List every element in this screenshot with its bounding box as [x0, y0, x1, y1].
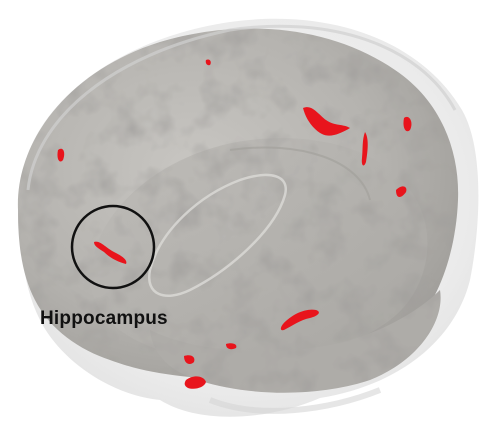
hippocampus-label: Hippocampus — [40, 308, 168, 330]
cortex-surface — [18, 28, 458, 392]
